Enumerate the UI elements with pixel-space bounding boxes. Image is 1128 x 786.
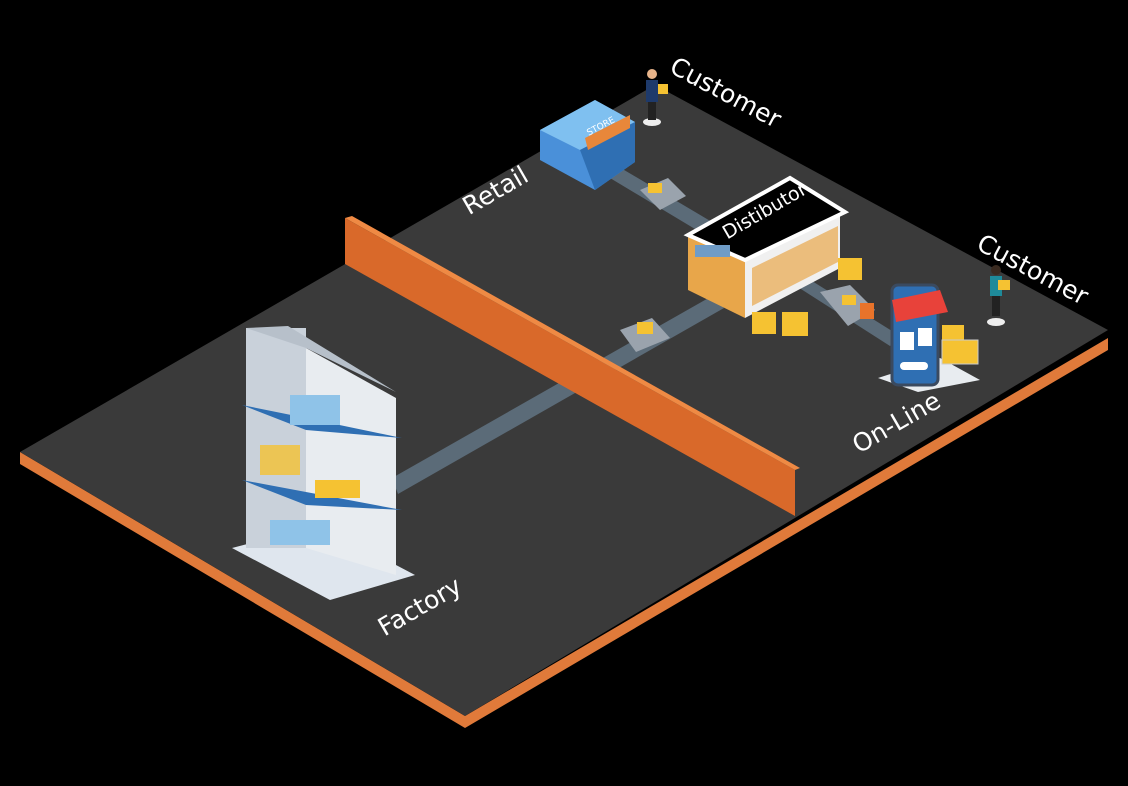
factory-building xyxy=(232,326,415,600)
customer-person-top xyxy=(643,69,668,126)
truck-retail xyxy=(640,178,686,210)
board xyxy=(20,85,1108,716)
truck-factory xyxy=(620,318,670,352)
retail-store xyxy=(540,100,635,190)
truck-distributor xyxy=(820,285,875,326)
distributor-warehouse xyxy=(683,175,850,318)
wall-top xyxy=(345,216,800,470)
brick-wall xyxy=(345,218,795,516)
customer-person-right xyxy=(987,265,1010,326)
online-shop-phone xyxy=(878,283,980,392)
